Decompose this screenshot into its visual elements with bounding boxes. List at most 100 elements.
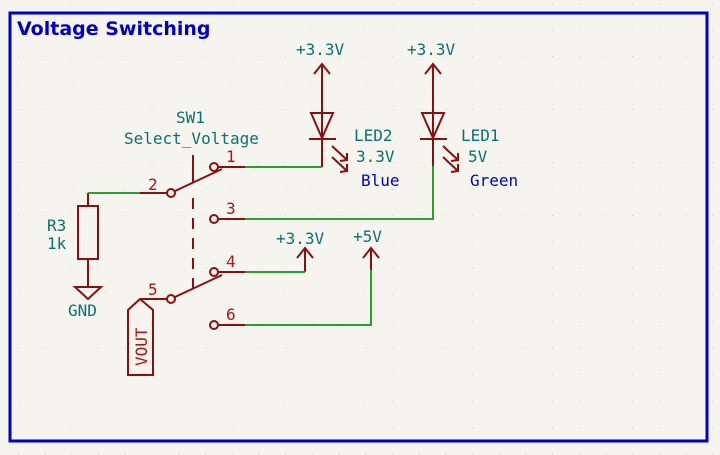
sw1-pin6-contact — [209, 320, 219, 330]
power-5v-pin6[interactable]: +5V — [353, 227, 382, 270]
grid-dot — [578, 3, 580, 4]
grid-dot — [365, 29, 367, 31]
grid-dot — [552, 241, 553, 243]
grid-dot — [124, 294, 126, 296]
grid-dot — [285, 400, 286, 402]
grid-dot — [445, 188, 447, 190]
grid-dot — [151, 188, 153, 190]
grid-dot — [498, 268, 500, 269]
grid-dot — [71, 29, 73, 31]
grid-dot — [418, 82, 420, 84]
grid-dot — [98, 453, 100, 455]
grid-dot — [204, 347, 206, 349]
grid-dot — [658, 29, 660, 31]
grid-dot — [471, 400, 473, 402]
grid-dot — [44, 82, 46, 84]
grid-dot — [71, 135, 73, 137]
grid-dot — [471, 453, 473, 455]
grid-dot — [151, 427, 153, 428]
grid-dot — [391, 162, 393, 163]
grid-dot — [658, 188, 660, 190]
grid-dot — [418, 188, 420, 190]
grid-dot — [124, 82, 126, 84]
grid-dot — [204, 82, 206, 84]
grid-dot — [311, 215, 313, 216]
grid-dot — [338, 29, 340, 31]
grid-dot — [445, 3, 447, 4]
grid-dot — [18, 400, 19, 402]
grid-dot — [418, 347, 420, 349]
grid-dot — [71, 82, 73, 84]
grid-dot — [204, 453, 206, 455]
grid-dot — [178, 241, 180, 243]
grid-dot — [365, 135, 367, 137]
grid-dot — [338, 427, 340, 428]
grid-dot — [44, 347, 46, 349]
grid-dot — [685, 29, 687, 31]
grid-dot — [258, 162, 260, 163]
grid-dot — [311, 188, 313, 190]
grid-dot — [712, 29, 714, 31]
grid-dot — [418, 321, 420, 322]
grid-dot — [712, 241, 714, 243]
grid-dot — [231, 188, 233, 190]
grid-dot — [578, 162, 580, 163]
power-3v3-pin4[interactable]: +3.3V — [276, 229, 325, 272]
grid-dot — [658, 453, 660, 455]
grid-dot — [552, 215, 553, 216]
grid-dot — [338, 215, 340, 216]
led2-value: 3.3V — [356, 147, 395, 166]
wire-pin3-to-led1[interactable] — [245, 166, 434, 220]
grid-dot — [445, 56, 447, 57]
grid-dot — [285, 188, 286, 190]
grid-dot — [124, 109, 126, 110]
grid-dot — [338, 268, 340, 269]
gnd-icon — [72, 286, 104, 301]
grid-dot — [285, 82, 286, 84]
grid-dot — [525, 56, 527, 57]
led-led1[interactable]: +3.3V LED1 5V Green — [407, 40, 518, 190]
grid-dot — [311, 268, 313, 269]
grid-dot — [18, 82, 19, 84]
grid-dot — [18, 188, 19, 190]
grid-dot — [124, 400, 126, 402]
grid-dot — [311, 321, 313, 322]
grid-dot — [204, 29, 206, 31]
grid-dot — [204, 268, 206, 269]
grid-dot — [44, 188, 46, 190]
resistor-r3[interactable]: R3 1k — [47, 193, 99, 287]
grid-dot — [258, 453, 260, 455]
grid-dot — [258, 29, 260, 31]
grid-dot — [685, 321, 687, 322]
grid-dot — [71, 3, 73, 4]
led1-value: 5V — [468, 147, 488, 166]
grid-dot — [231, 294, 233, 296]
switch-sw1[interactable]: SW1 Select_Voltage 1 2 3 4 5 6 — [124, 108, 259, 330]
grid-dot — [471, 82, 473, 84]
pin4-power-label: +3.3V — [276, 229, 325, 248]
grid-dot — [632, 188, 634, 190]
grid-dot — [338, 3, 340, 4]
led1-power-label: +3.3V — [407, 40, 456, 59]
grid-dot — [18, 427, 19, 428]
grid-dot — [658, 347, 660, 349]
r3-body — [77, 205, 99, 260]
grid-dot — [552, 453, 553, 455]
grid-dot — [605, 188, 607, 190]
sw1-upper-blade — [174, 168, 223, 192]
grid-dot — [178, 427, 180, 428]
led-led2[interactable]: +3.3V LED2 3.3V Blue — [296, 40, 400, 190]
grid-dot — [231, 400, 233, 402]
ground-symbol[interactable]: GND — [68, 286, 104, 320]
grid-dot — [178, 268, 180, 269]
grid-dot — [124, 29, 126, 31]
vout-hierarchical-label[interactable]: VOUT — [127, 297, 154, 376]
grid-dot — [632, 56, 634, 57]
grid-dot — [578, 294, 580, 296]
grid-dot — [658, 135, 660, 137]
grid-dot — [391, 29, 393, 31]
grid-dot — [685, 294, 687, 296]
grid-dot — [632, 135, 634, 137]
wire-pin6-to-5v[interactable] — [245, 270, 372, 326]
